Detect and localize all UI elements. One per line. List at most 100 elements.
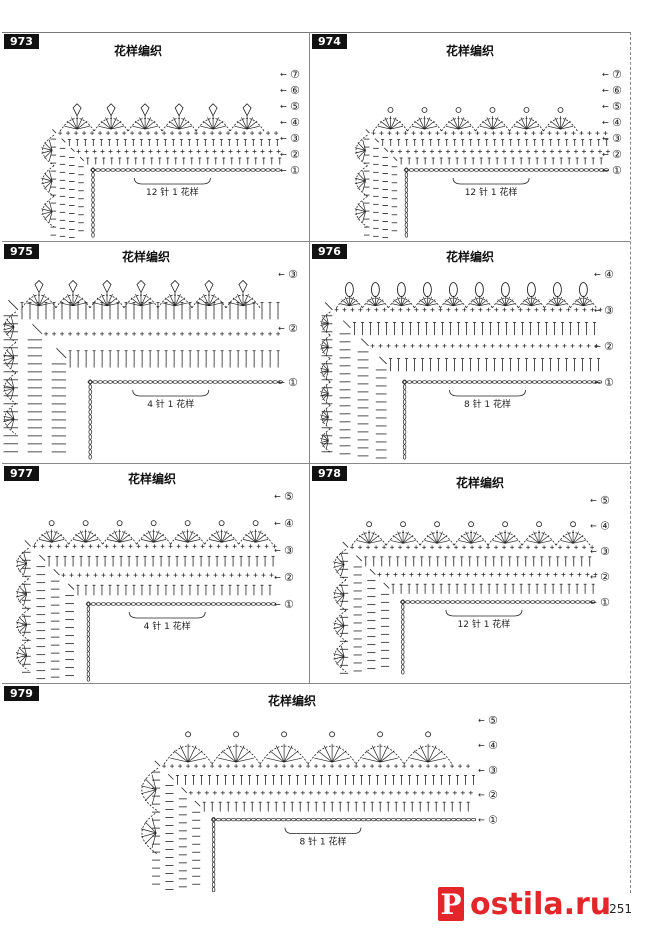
chain-stitch <box>91 182 95 188</box>
pattern-number: 973 <box>4 34 39 49</box>
fan-stitch <box>340 595 345 606</box>
corner-increase <box>79 156 85 162</box>
fan-stitch <box>144 789 157 801</box>
chain-stitch <box>270 602 276 606</box>
fan-stitch <box>325 432 329 441</box>
chain-stitch <box>401 649 405 655</box>
fan-stitch <box>436 534 448 544</box>
fan-stitch <box>533 531 540 544</box>
fan-stitch <box>72 294 79 306</box>
scallop-arc <box>42 195 55 228</box>
chain-stitch <box>321 817 327 822</box>
chain-stitch <box>102 380 108 384</box>
fan-stitch <box>178 117 186 130</box>
row-arrow: ← <box>478 816 485 825</box>
chain-stitch <box>257 380 263 384</box>
watermark-box: P <box>438 887 464 921</box>
chain-stitch <box>485 600 491 604</box>
picot <box>400 521 406 528</box>
chain-stitch <box>477 380 483 384</box>
fan-stitch <box>18 555 27 564</box>
fan-stitch <box>344 296 350 306</box>
chain-stitch <box>86 626 91 632</box>
chain-stitch <box>453 168 459 172</box>
fan-stitch <box>573 540 586 544</box>
chain-stitch <box>505 600 511 604</box>
chain-stitch <box>386 817 392 822</box>
chain-stitch <box>502 380 508 384</box>
fan-stitch <box>431 531 438 544</box>
fan-stitch <box>128 302 142 307</box>
fan-stitch <box>453 296 459 306</box>
repeat-bracket <box>133 177 211 185</box>
fan-stitch <box>275 745 285 763</box>
fan-stitch <box>427 296 433 306</box>
chain-stitch <box>440 600 446 604</box>
fan-stitch <box>173 117 180 130</box>
fan-stitch <box>140 539 154 543</box>
fan-stitch <box>187 750 203 763</box>
fan-stitch <box>140 294 147 306</box>
chain-stitch <box>417 380 423 384</box>
fan-stitch <box>41 177 53 182</box>
fan-stitch <box>513 125 527 130</box>
fan-stitch <box>526 117 533 130</box>
chain-stitch <box>211 817 217 822</box>
chain-stitch <box>92 380 98 384</box>
chain-stitch <box>463 168 469 172</box>
corner-increase <box>356 555 363 562</box>
fan-stitch <box>242 302 256 307</box>
chain-stitch <box>97 380 103 384</box>
fan-stitch <box>333 594 345 599</box>
chain-stitch <box>410 600 416 604</box>
chain-stitch <box>88 429 92 435</box>
scallop-arc <box>141 810 159 855</box>
fan-stitch <box>255 533 266 543</box>
fan-stitch <box>15 560 27 564</box>
fan-stitch <box>181 530 188 543</box>
chain-stitch <box>402 444 407 450</box>
fan-stitch <box>10 388 15 400</box>
corner-increase <box>393 156 398 162</box>
fan-stitch <box>362 211 366 223</box>
fan-stitch <box>10 418 15 430</box>
chain-stitch <box>580 600 586 604</box>
chain-stitch <box>120 602 126 606</box>
chain-stitch <box>465 600 471 604</box>
corner-increase <box>383 582 390 589</box>
row-arrow: ← <box>478 741 485 750</box>
chain-stitch <box>247 380 253 384</box>
chain-stitch <box>87 380 93 384</box>
chain-stitch <box>598 168 604 172</box>
fan-stitch <box>504 534 516 544</box>
chain-stitch <box>267 380 273 384</box>
fan-stitch <box>504 531 512 544</box>
fan-stitch <box>411 125 425 130</box>
row-arrow: ← <box>280 102 287 111</box>
fan-stitch <box>162 302 176 307</box>
chain-stitch <box>202 380 208 384</box>
row-number-label: ④ <box>604 268 614 281</box>
fan-stitch <box>77 125 90 130</box>
row-number-label: ⑤ <box>488 714 498 727</box>
row-number-label: ④ <box>290 116 300 129</box>
fan-stitch <box>5 326 15 336</box>
chain-stitch <box>401 669 405 675</box>
chain-stitch <box>405 600 411 604</box>
fan-stitch <box>106 302 120 307</box>
chain-stitch <box>404 227 409 233</box>
chain-stitch <box>401 654 405 660</box>
fan-stitch <box>221 539 235 543</box>
row-number-label: ③ <box>288 268 298 281</box>
fan-stitch <box>401 303 412 307</box>
fan-stitch <box>583 303 594 307</box>
fan-stitch <box>333 656 345 660</box>
chain-stitch <box>250 168 256 172</box>
fan-stitch <box>237 294 244 306</box>
chain-stitch <box>361 817 367 822</box>
fan-stitch <box>140 832 157 838</box>
fan-stitch <box>51 539 65 543</box>
fan-stitch <box>85 533 96 543</box>
fan-stitch <box>333 625 345 629</box>
fan-stitch <box>44 180 53 190</box>
